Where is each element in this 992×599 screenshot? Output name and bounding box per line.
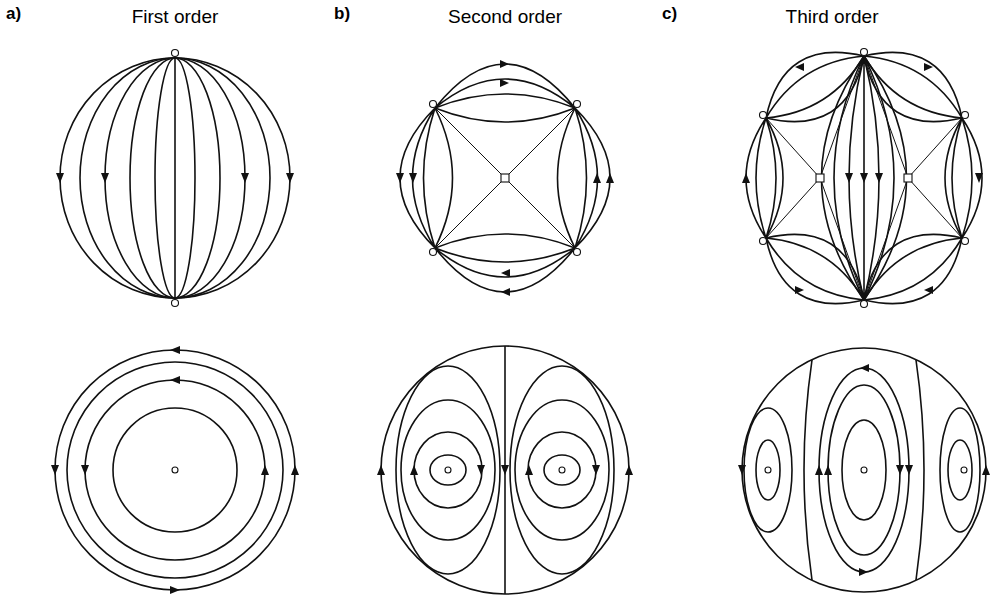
panel-title: Second order <box>395 6 615 28</box>
panel-title: First order <box>65 6 285 28</box>
panel-title: Third order <box>722 6 942 28</box>
third-order-bottom <box>738 348 990 592</box>
second-order-top <box>396 60 614 296</box>
panel-letter: b) <box>334 4 350 24</box>
panel-letter: c) <box>662 4 677 24</box>
first-order-bottom <box>51 346 299 594</box>
second-order-bottom <box>377 346 633 594</box>
first-order-top <box>56 50 294 307</box>
panel-letter: a) <box>6 4 21 24</box>
third-order-top <box>742 49 983 308</box>
